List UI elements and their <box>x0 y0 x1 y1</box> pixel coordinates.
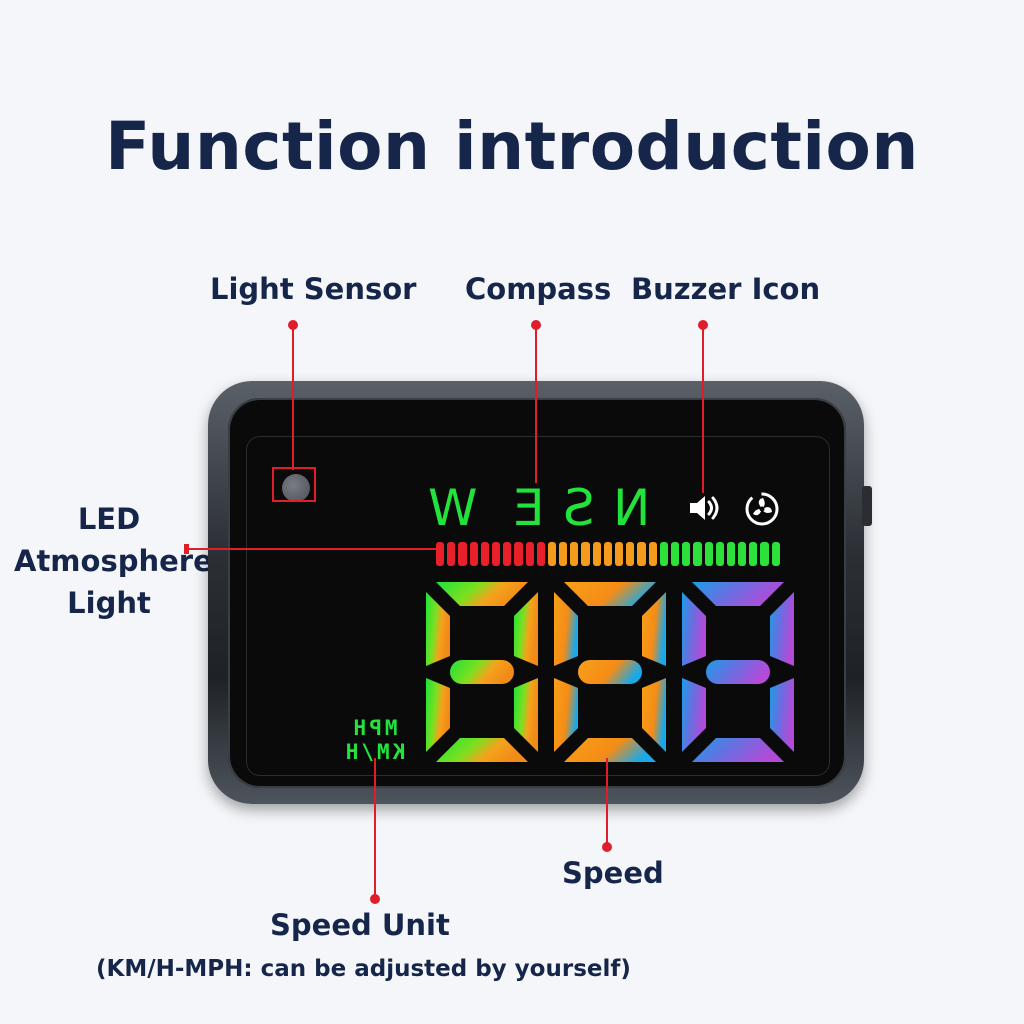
led-segment <box>469 542 478 566</box>
led-segment <box>592 542 601 566</box>
page-title: Function introduction <box>105 108 919 185</box>
digit-segment <box>770 678 794 752</box>
led-segment <box>525 542 534 566</box>
led-segment <box>771 542 780 566</box>
digit-segment <box>564 738 656 762</box>
speed-unit-note: (KM/H-MPH: can be adjusted by yourself) <box>96 956 631 982</box>
led-segment <box>749 542 758 566</box>
compass-letter: S <box>545 479 595 537</box>
speed-digits: 888 <box>426 582 794 762</box>
led-segment <box>536 542 545 566</box>
led-segment <box>682 542 691 566</box>
digit-segment <box>564 582 656 606</box>
led-segment <box>738 542 747 566</box>
compass-display: WESN <box>428 478 668 538</box>
speed-digit: 8 <box>682 582 794 762</box>
speed-label: Speed <box>562 856 664 890</box>
speed-digit: 8 <box>554 582 666 762</box>
speed-leader <box>606 758 608 846</box>
digit-segment <box>426 678 450 752</box>
led-segment <box>559 542 568 566</box>
light-sensor-leader <box>292 325 294 470</box>
speed-unit-display: MPH KM/H <box>334 716 414 764</box>
digit-segment <box>554 592 578 666</box>
digit-segment <box>554 678 578 752</box>
compass-leader <box>535 325 537 483</box>
buzzer-icon-label: Buzzer Icon <box>631 272 821 306</box>
led-segment <box>581 542 590 566</box>
light-sensor-label: Light Sensor <box>210 272 417 306</box>
digit-segment <box>578 660 642 684</box>
speed-unit-leader <box>374 758 376 898</box>
led-segment <box>637 542 646 566</box>
led-segment <box>514 542 523 566</box>
unit-top: MPH <box>350 716 398 740</box>
buzzer-leader <box>702 325 704 493</box>
led-segment <box>436 542 445 566</box>
led-leader <box>186 548 436 550</box>
speed-unit-leader-dot <box>370 894 380 904</box>
compass-letter: E <box>495 479 546 537</box>
digit-segment <box>436 582 528 606</box>
led-segment <box>659 542 668 566</box>
speed-display: 888 <box>426 582 794 762</box>
speaker-icon <box>686 490 722 535</box>
digit-segment <box>642 678 666 752</box>
digit-segment <box>514 678 538 752</box>
led-segment <box>615 542 624 566</box>
led-segment <box>626 542 635 566</box>
led-segment <box>704 542 713 566</box>
led-segment <box>603 542 612 566</box>
digit-segment <box>514 592 538 666</box>
led-atmosphere-bar <box>436 542 780 566</box>
led-label-line-3: Light <box>67 586 151 620</box>
led-leader-end <box>184 544 189 554</box>
digit-segment <box>682 592 706 666</box>
speed-leader-dot <box>602 842 612 852</box>
digit-segment <box>692 738 784 762</box>
compass-letter: N <box>594 479 651 537</box>
led-segment <box>693 542 702 566</box>
led-segment <box>570 542 579 566</box>
led-segment <box>503 542 512 566</box>
led-label-line-2: Atmosphere <box>14 544 213 578</box>
led-label-line-1: LED <box>77 502 141 536</box>
fan-icon <box>743 490 781 537</box>
led-segment <box>458 542 467 566</box>
speed-unit-label: Speed Unit <box>270 908 450 942</box>
side-button <box>862 486 872 526</box>
led-segment <box>670 542 680 566</box>
led-atmosphere-light-label: LED Atmosphere Light <box>14 498 213 624</box>
compass-label: Compass <box>465 272 612 306</box>
compass-letter: W <box>428 479 496 537</box>
digit-segment <box>706 660 770 684</box>
light-sensor <box>282 474 310 502</box>
hud-screen-frame <box>246 436 830 776</box>
led-segment <box>726 542 736 566</box>
light-sensor-highlight-box <box>272 467 316 502</box>
digit-segment <box>642 592 666 666</box>
digit-segment <box>426 592 450 666</box>
digit-segment <box>770 592 794 666</box>
led-segment <box>648 542 657 566</box>
led-segment <box>480 542 489 566</box>
speed-digit: 8 <box>426 582 538 762</box>
led-segment <box>447 542 456 566</box>
led-segment <box>715 542 724 566</box>
led-segment <box>547 542 557 566</box>
led-segment <box>491 542 501 566</box>
digit-segment <box>450 660 514 684</box>
digit-segment <box>682 678 706 752</box>
digit-segment <box>436 738 528 762</box>
digit-segment <box>692 582 784 606</box>
led-segment <box>760 542 769 566</box>
